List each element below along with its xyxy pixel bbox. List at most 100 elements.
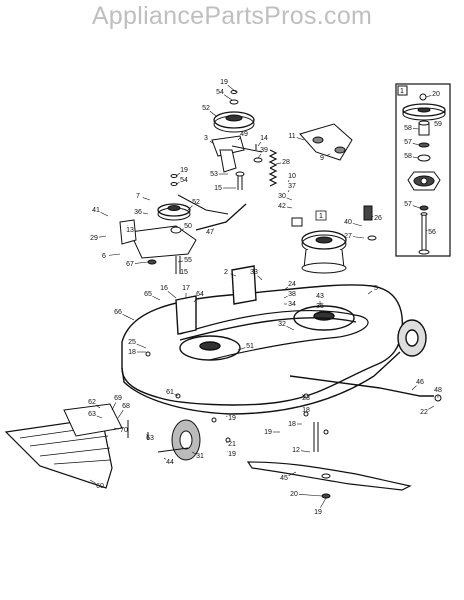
- leader-line: [223, 94, 233, 101]
- part-number-54: 54: [216, 89, 224, 96]
- part-number-68: 68: [122, 403, 130, 410]
- part-number-32: 32: [278, 321, 286, 328]
- part-number-56: 56: [428, 229, 436, 236]
- leader-line: [193, 297, 198, 303]
- leader-line: [257, 141, 262, 147]
- part-labels: 1954523491439119285315195410373042736411…: [88, 79, 442, 516]
- part-number-31: 31: [196, 453, 204, 460]
- part-number-9: 9: [320, 155, 324, 162]
- leader-line: [412, 205, 421, 209]
- part-number-52: 52: [202, 105, 210, 112]
- part-number-24: 24: [288, 281, 296, 288]
- part-number-21: 21: [228, 441, 236, 448]
- part-number-28: 28: [282, 159, 290, 166]
- leader-line: [174, 393, 179, 397]
- part-number-12: 12: [292, 447, 300, 454]
- leader-line: [98, 235, 107, 238]
- leader-line: [283, 286, 289, 291]
- part-number-14: 14: [260, 135, 268, 142]
- leader-lines: [89, 84, 439, 508]
- part-number-51: 51: [246, 343, 254, 350]
- part-number-23: 23: [302, 395, 310, 402]
- part-number-59: 59: [434, 121, 442, 128]
- part-number-49: 49: [240, 131, 248, 138]
- bracket-9: [299, 123, 353, 161]
- part-number-60: 60: [96, 483, 104, 490]
- part-number-40: 40: [344, 219, 352, 226]
- leader-line: [191, 451, 196, 455]
- part-number-19: 19: [314, 509, 322, 516]
- leader-line: [257, 153, 262, 159]
- leader-line: [95, 404, 101, 409]
- part-number-48: 48: [434, 387, 442, 394]
- leader-line: [283, 295, 288, 299]
- idler-pulley-top: [213, 90, 255, 133]
- part-number-18: 18: [288, 421, 296, 428]
- part-number-42: 42: [278, 203, 286, 210]
- part-number-26: 26: [374, 215, 382, 222]
- part-number-47: 47: [206, 229, 214, 236]
- leader-line: [298, 494, 323, 497]
- leader-line: [275, 162, 282, 165]
- part-number-7: 7: [136, 193, 140, 200]
- leader-line: [230, 273, 237, 277]
- leader-line: [411, 385, 417, 391]
- leader-line: [209, 110, 217, 117]
- leader-line: [89, 479, 96, 484]
- part-number-30: 30: [278, 193, 286, 200]
- part-number-19: 19: [228, 415, 236, 422]
- spindle-assembly: [291, 205, 377, 274]
- part-number-62: 62: [88, 399, 96, 406]
- part-number-20: 20: [290, 491, 298, 498]
- leader-line: [286, 197, 293, 201]
- leader-line: [320, 497, 327, 508]
- part-number-17: 17: [182, 285, 190, 292]
- leader-line: [175, 172, 181, 177]
- part-number-37: 37: [288, 183, 296, 190]
- leader-line: [117, 409, 124, 419]
- part-number-6: 6: [102, 253, 106, 260]
- part-number-65: 65: [144, 291, 152, 298]
- part-number-19: 19: [180, 167, 188, 174]
- mower-deck: [121, 265, 434, 415]
- leader-line: [352, 236, 365, 239]
- spring-28: [268, 149, 278, 187]
- leader-line: [300, 450, 311, 453]
- part-number-46: 46: [416, 379, 424, 386]
- part-number-67: 67: [126, 261, 134, 268]
- part-number-2: 2: [224, 269, 228, 276]
- leader-line: [412, 156, 419, 159]
- part-number-11: 11: [288, 133, 295, 140]
- part-number-41: 41: [92, 207, 100, 214]
- part-number-55: 55: [184, 257, 192, 264]
- leader-line: [286, 325, 295, 331]
- leader-line: [100, 211, 109, 217]
- inset-label: 1: [400, 88, 404, 95]
- leader-line: [227, 84, 237, 93]
- leader-line: [187, 205, 193, 211]
- part-number-61: 61: [166, 389, 174, 396]
- leader-line: [257, 275, 263, 281]
- part-number-57: 57: [404, 139, 412, 146]
- part-number-25: 25: [128, 339, 136, 346]
- callout-1-box: [315, 210, 327, 221]
- part-number-36: 36: [134, 209, 142, 216]
- leader-line: [111, 402, 117, 411]
- leader-line: [412, 143, 420, 146]
- part-number-44: 44: [166, 459, 174, 466]
- rod-47: [195, 203, 247, 231]
- part-number-5: 5: [374, 285, 378, 292]
- part-number-20: 20: [432, 91, 440, 98]
- part-number-19: 19: [228, 451, 236, 458]
- part-number-10: 10: [288, 173, 296, 180]
- part-number-16: 16: [160, 285, 168, 292]
- part-number-18: 18: [302, 407, 310, 414]
- part-number-34: 34: [288, 301, 296, 308]
- part-number-70: 70: [120, 427, 128, 434]
- part-number-27: 27: [344, 233, 352, 240]
- part-number-58: 58: [404, 125, 412, 132]
- part-number-63: 63: [88, 411, 96, 418]
- leader-line: [142, 212, 149, 215]
